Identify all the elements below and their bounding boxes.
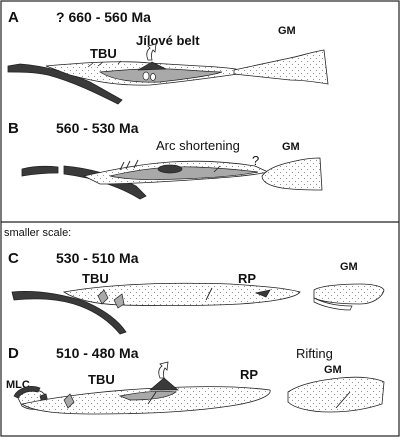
panel-c: C 530 - 510 Ma TBU RP GM (8, 250, 385, 335)
panel-d: D 510 - 480 Ma Rifting MLC TBU RP GM (6, 345, 385, 415)
panel-d-magma-arrow (158, 361, 169, 379)
panel-d-arc-body (149, 377, 179, 391)
panel-a-tick-2 (97, 61, 104, 67)
panel-d-mlc-rim (13, 386, 41, 399)
panel-c-pod-1 (97, 289, 109, 305)
panel-d-age: 510 - 480 Ma (56, 345, 139, 361)
panel-a-belt-label: Jílové belt (136, 33, 200, 48)
panel-d-letter: D (8, 345, 19, 362)
panel-b-thrust-4 (213, 165, 221, 173)
panel-d-plate (20, 386, 271, 415)
panel-d-gm-block (287, 376, 385, 413)
panel-a: A ? 660 - 560 Ma TBU Jílové belt GM (7, 9, 329, 105)
panel-d-pod-1 (63, 393, 75, 409)
panel-b-thrust-1 (119, 161, 125, 171)
panel-a-tick-3 (117, 60, 122, 65)
panel-b-thrust-3 (133, 159, 139, 169)
panel-c-fault (205, 287, 213, 301)
panel-c-rp-marker (254, 289, 271, 298)
panel-a-arc-body (137, 61, 167, 71)
panel-c-gm-label: GM (340, 261, 358, 273)
panel-b-dark-lens (157, 164, 183, 174)
panel-c-pod-2 (113, 293, 125, 309)
panel-c-slab (11, 291, 127, 335)
panel-b: B 560 - 530 Ma Arc shortening ? GM (8, 120, 323, 200)
panel-a-letter: A (8, 9, 19, 26)
panel-c-letter: C (8, 250, 19, 267)
panel-d-rp-label: RP (240, 367, 258, 382)
panel-a-intrusion-2 (150, 73, 156, 81)
panel-d-note: Rifting (296, 346, 333, 361)
panel-a-age: ? 660 - 560 Ma (56, 9, 151, 25)
panel-c-tbu-label: TBU (82, 271, 109, 286)
panel-d-gm-fault (335, 391, 351, 409)
scale-caption: smaller scale: (4, 227, 71, 239)
panel-a-intrusion-1 (142, 71, 150, 81)
panel-d-tbu-label: TBU (88, 372, 115, 387)
panel-b-note: Arc shortening (156, 138, 240, 153)
panel-a-gm-label: GM (278, 25, 296, 37)
panel-a-tbu-label: TBU (90, 46, 117, 61)
panel-b-slab-left (21, 166, 59, 177)
panel-a-subducting-slab (7, 63, 123, 105)
panel-d-gm-label: GM (324, 364, 342, 376)
panel-a-gm-block (233, 49, 329, 85)
panel-c-rp-label: RP (238, 271, 256, 286)
panel-b-letter: B (8, 120, 19, 137)
panel-b-question: ? (252, 153, 259, 168)
panel-b-gm-label: GM (282, 141, 300, 153)
panel-d-grey-lens (118, 390, 177, 401)
panel-c-gm-block (313, 283, 385, 305)
panel-d-fault (147, 391, 157, 405)
panel-a-tick-1 (87, 62, 94, 68)
panel-b-thrust-2 (125, 160, 131, 170)
panel-a-magma-arrow (146, 43, 157, 61)
panel-c-gm-lower-lip (313, 297, 353, 311)
panel-c-age: 530 - 510 Ma (56, 250, 139, 266)
panel-b-age: 560 - 530 Ma (56, 120, 139, 136)
panel-b-gm-block (261, 157, 323, 191)
